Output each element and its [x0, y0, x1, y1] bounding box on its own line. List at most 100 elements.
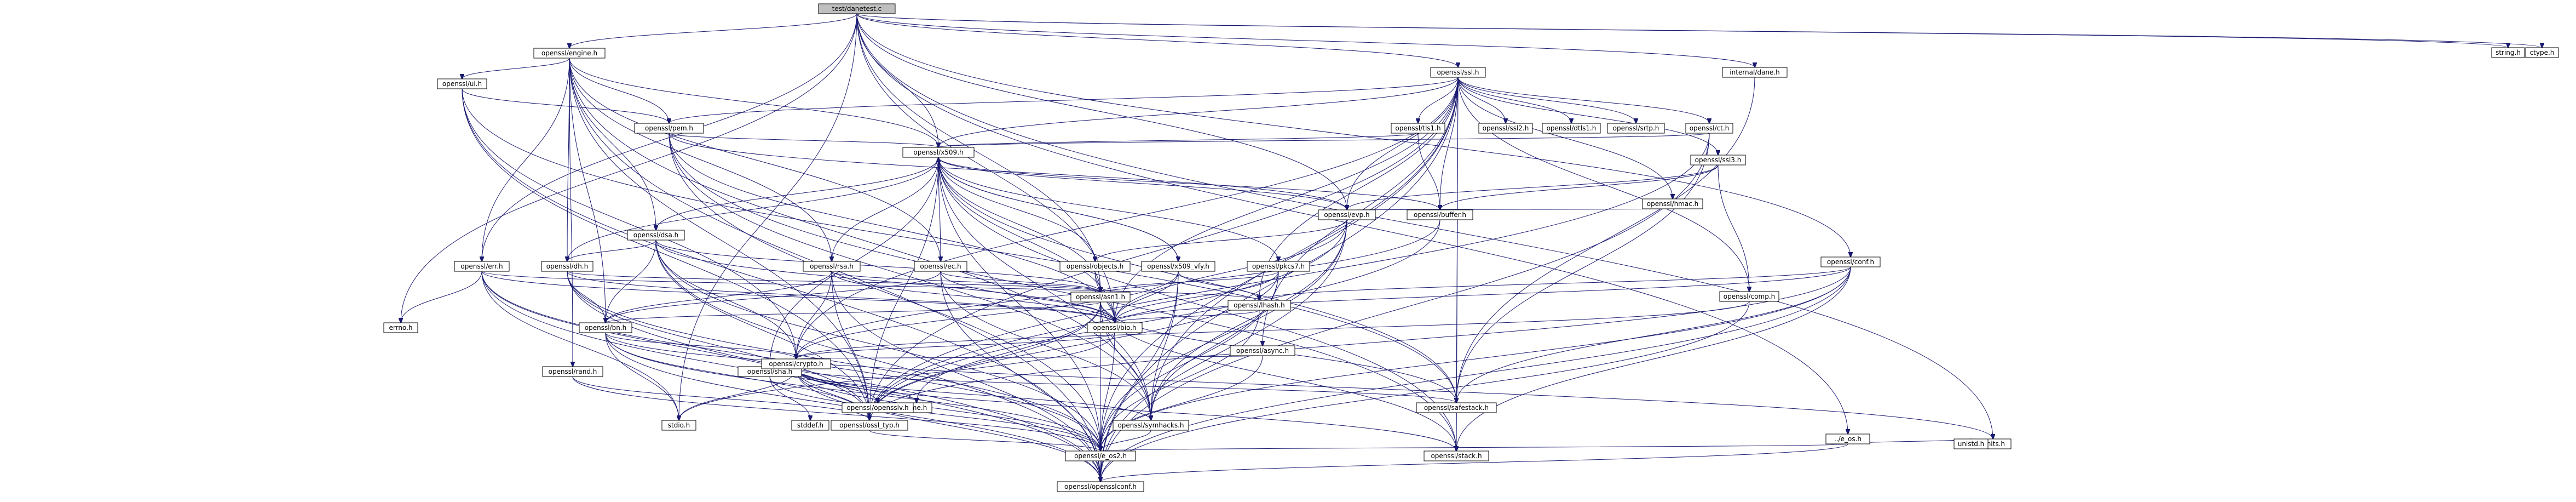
node-label: openssl/buffer.h: [1414, 211, 1466, 219]
edge-ssl3-to-comp: [1718, 164, 1749, 292]
node-box: [1113, 420, 1189, 431]
node-dh[interactable]: openssl/dh.h: [541, 261, 593, 272]
edge-x509_vfy-to-bio: [1115, 271, 1179, 323]
node-box: [2491, 47, 2525, 58]
node-asn1[interactable]: openssl/asn1.h: [1070, 292, 1131, 303]
node-label: openssl/safestack.h: [1424, 404, 1489, 412]
edge-engine-to-dsa: [569, 58, 656, 230]
node-lhash[interactable]: openssl/lhash.h: [1228, 300, 1291, 311]
edge-bn-to-ossl_typ: [605, 332, 869, 420]
edge-asn1-to-symhacks: [1100, 301, 1151, 420]
node-box: [1416, 402, 1497, 413]
node-ec[interactable]: openssl/ec.h: [914, 261, 967, 272]
edge-ec-to-symhacks: [940, 271, 1151, 420]
node-tls1[interactable]: openssl/tls1.h: [1391, 123, 1445, 134]
node-safestack[interactable]: openssl/safestack.h: [1416, 402, 1497, 413]
node-x509[interactable]: openssl/x509.h: [902, 147, 975, 158]
node-errno: errno.h: [383, 322, 418, 333]
node-hmac[interactable]: openssl/hmac.h: [1642, 198, 1703, 209]
node-label: openssl/ssl3.h: [1695, 156, 1742, 164]
node-conf[interactable]: openssl/conf.h: [1820, 256, 1881, 267]
node-box: [1685, 123, 1733, 134]
node-pem[interactable]: openssl/pem.h: [634, 123, 704, 134]
node-box: [914, 261, 967, 272]
node-e-os[interactable]: ../e_os.h: [1825, 433, 1870, 444]
node-string: string.h: [2491, 47, 2525, 58]
node-comp[interactable]: openssl/comp.h: [1719, 291, 1779, 302]
edge-sha-to-e_os2: [769, 376, 1100, 451]
node-pkcs7[interactable]: openssl/pkcs7.h: [1247, 261, 1310, 272]
node-ossl-typ[interactable]: openssl/ossl_typ.h: [831, 420, 908, 431]
node-label: openssl/ssl.h: [1437, 69, 1479, 76]
edge-x509_vfy-to-opensslconf: [1100, 271, 1179, 482]
edge-ssl-to-ct: [1457, 77, 1709, 123]
node-box: [634, 123, 704, 134]
node-box: [1391, 123, 1445, 134]
edge-x509-to-safestack: [938, 157, 1456, 403]
node-buffer[interactable]: openssl/buffer.h: [1407, 209, 1473, 220]
edge-pem-to-x509: [669, 133, 938, 147]
node-opensslv[interactable]: openssl/opensslv.h: [842, 402, 914, 413]
node-ssl2[interactable]: openssl/ssl2.h: [1478, 123, 1533, 134]
edge-err-to-stdio: [481, 271, 679, 420]
edge-dh-to-asn1: [567, 271, 1100, 292]
node-root[interactable]: test/danetest.c: [818, 3, 896, 14]
edge-root-to-errno: [401, 13, 857, 323]
node-box: [1407, 209, 1473, 220]
edge-ssl-to-srtp: [1457, 77, 1636, 123]
edge-ssl-to-ossl_typ: [869, 77, 1459, 420]
node-rand[interactable]: openssl/rand.h: [542, 366, 603, 377]
edge-evp-to-opensslconf: [1100, 219, 1347, 482]
edge-crypto-to-safestack: [796, 368, 1456, 403]
node-objects[interactable]: openssl/objects.h: [1059, 261, 1131, 272]
edge-dsa-to-e_os2: [655, 239, 1100, 451]
edge-tls1-to-x509: [938, 133, 1419, 147]
node-err[interactable]: openssl/err.h: [454, 261, 510, 272]
node-rsa[interactable]: openssl/rsa.h: [803, 261, 861, 272]
edge-x509-to-evp: [938, 157, 1347, 210]
edge-pkcs7-to-bio: [1115, 271, 1279, 323]
edge-rsa-to-crypto: [796, 271, 832, 359]
node-e-os2[interactable]: openssl/e_os2.h: [1065, 450, 1136, 461]
node-ui[interactable]: openssl/ui.h: [437, 78, 487, 89]
node-ct[interactable]: openssl/ct.h: [1685, 123, 1733, 134]
node-bn[interactable]: openssl/bn.h: [579, 322, 632, 333]
node-dtls1[interactable]: openssl/dtls1.h: [1542, 123, 1601, 134]
node-evp[interactable]: openssl/evp.h: [1318, 209, 1376, 220]
node-label: openssl/stack.h: [1431, 452, 1482, 460]
node-label: openssl/conf.h: [1827, 258, 1874, 266]
edge-ssl-to-stack: [1456, 77, 1458, 451]
node-label: openssl/e_os2.h: [1074, 452, 1127, 460]
node-label: openssl/x509.h: [913, 149, 963, 156]
edge-root-to-asn1: [856, 13, 1100, 292]
edge-x509-to-objects: [938, 157, 1095, 261]
node-x509-vfy[interactable]: openssl/x509_vfy.h: [1141, 261, 1215, 272]
edge-err-to-bio: [481, 271, 1115, 323]
edge-dh-to-e_os2: [567, 271, 1100, 451]
node-internal-dane[interactable]: internal/dane.h: [1722, 67, 1788, 78]
edge-ui-to-ossl_typ: [462, 88, 869, 420]
node-box: [383, 322, 418, 333]
node-dsa[interactable]: openssl/dsa.h: [627, 230, 685, 241]
node-stack[interactable]: openssl/stack.h: [1424, 450, 1489, 461]
edge-x509-to-dsa: [656, 157, 939, 230]
edge-root-to-ssl: [856, 13, 1458, 67]
edge-root-to-x509: [856, 13, 938, 147]
node-async[interactable]: openssl/async.h: [1230, 345, 1295, 356]
edge-x509-to-pkcs7: [938, 157, 1278, 261]
node-symhacks[interactable]: openssl/symhacks.h: [1113, 420, 1189, 431]
node-box: [1642, 198, 1703, 209]
edge-dsa-to-bn: [606, 239, 656, 323]
node-engine[interactable]: openssl/engine.h: [533, 48, 606, 59]
node-box: [1820, 256, 1881, 267]
node-ssl3[interactable]: openssl/ssl3.h: [1690, 155, 1746, 166]
nodes-layer: test/danetest.c openssl/engine.h openssl/s…: [383, 3, 2559, 492]
node-bio[interactable]: openssl/bio.h: [1087, 322, 1143, 333]
node-ssl[interactable]: openssl/ssl.h: [1430, 67, 1486, 78]
node-opensslconf[interactable]: openssl/opensslconf.h: [1057, 481, 1144, 492]
edge-evp-to-objects: [1095, 219, 1347, 261]
node-crypto[interactable]: openssl/crypto.h: [761, 358, 831, 369]
node-srtp[interactable]: openssl/srtp.h: [1607, 123, 1665, 134]
edge-conf-to-safestack: [1456, 266, 1851, 403]
edge-pem-to-evp: [669, 133, 1347, 210]
